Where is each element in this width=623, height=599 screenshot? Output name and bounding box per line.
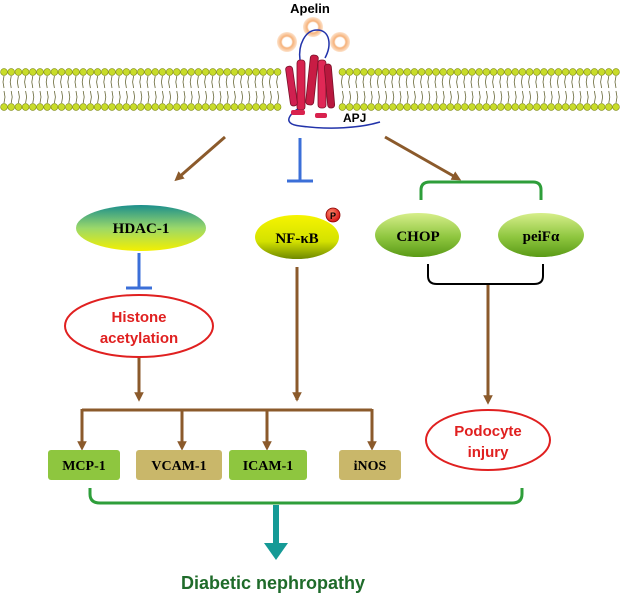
histone-label-line2: acetylation [100, 330, 178, 347]
vcam1-label: VCAM-1 [151, 459, 206, 474]
podocyte-label-line2: injury [468, 444, 509, 461]
inos-label: iNOS [354, 459, 387, 474]
inhibition-symbols [126, 138, 313, 290]
nfkb-label: NF-κB [275, 231, 318, 247]
nfkb-node [255, 215, 339, 259]
podocyte-injury-node [425, 409, 551, 471]
icam1-label: ICAM-1 [243, 459, 294, 474]
apj-label: APJ [343, 111, 366, 125]
pathway-arrows [77, 135, 493, 451]
chop-label: CHOP [396, 229, 439, 245]
hdac1-label: HDAC-1 [113, 221, 170, 237]
histone-acetylation-node [64, 294, 214, 358]
apelin-ligand [277, 17, 350, 52]
peif-node [498, 213, 584, 257]
podocyte-label-line1: Podocyte [454, 423, 522, 440]
chop-peif-bracket-bottom [427, 264, 544, 285]
vcam1-box [136, 450, 222, 480]
outcome-label: Diabetic nephropathy [181, 573, 365, 593]
peif-label: peiFα [523, 229, 560, 245]
apelin-label: Apelin [290, 1, 330, 16]
phospho-label: P [330, 211, 336, 221]
phospho-badge [325, 207, 341, 223]
outcome-arrow-head [264, 543, 288, 560]
cell-membrane [0, 68, 620, 111]
chop-node [375, 213, 461, 257]
mcp1-box [48, 450, 120, 480]
mcp1-label: MCP-1 [62, 459, 106, 474]
outcome-bracket [88, 488, 524, 505]
apj-receptor-icon [285, 29, 381, 129]
chop-peif-bracket-top [419, 180, 543, 200]
icam1-box [229, 450, 307, 480]
inos-box [339, 450, 401, 480]
hdac1-node [76, 205, 206, 251]
histone-label-line1: Histone [111, 309, 166, 326]
